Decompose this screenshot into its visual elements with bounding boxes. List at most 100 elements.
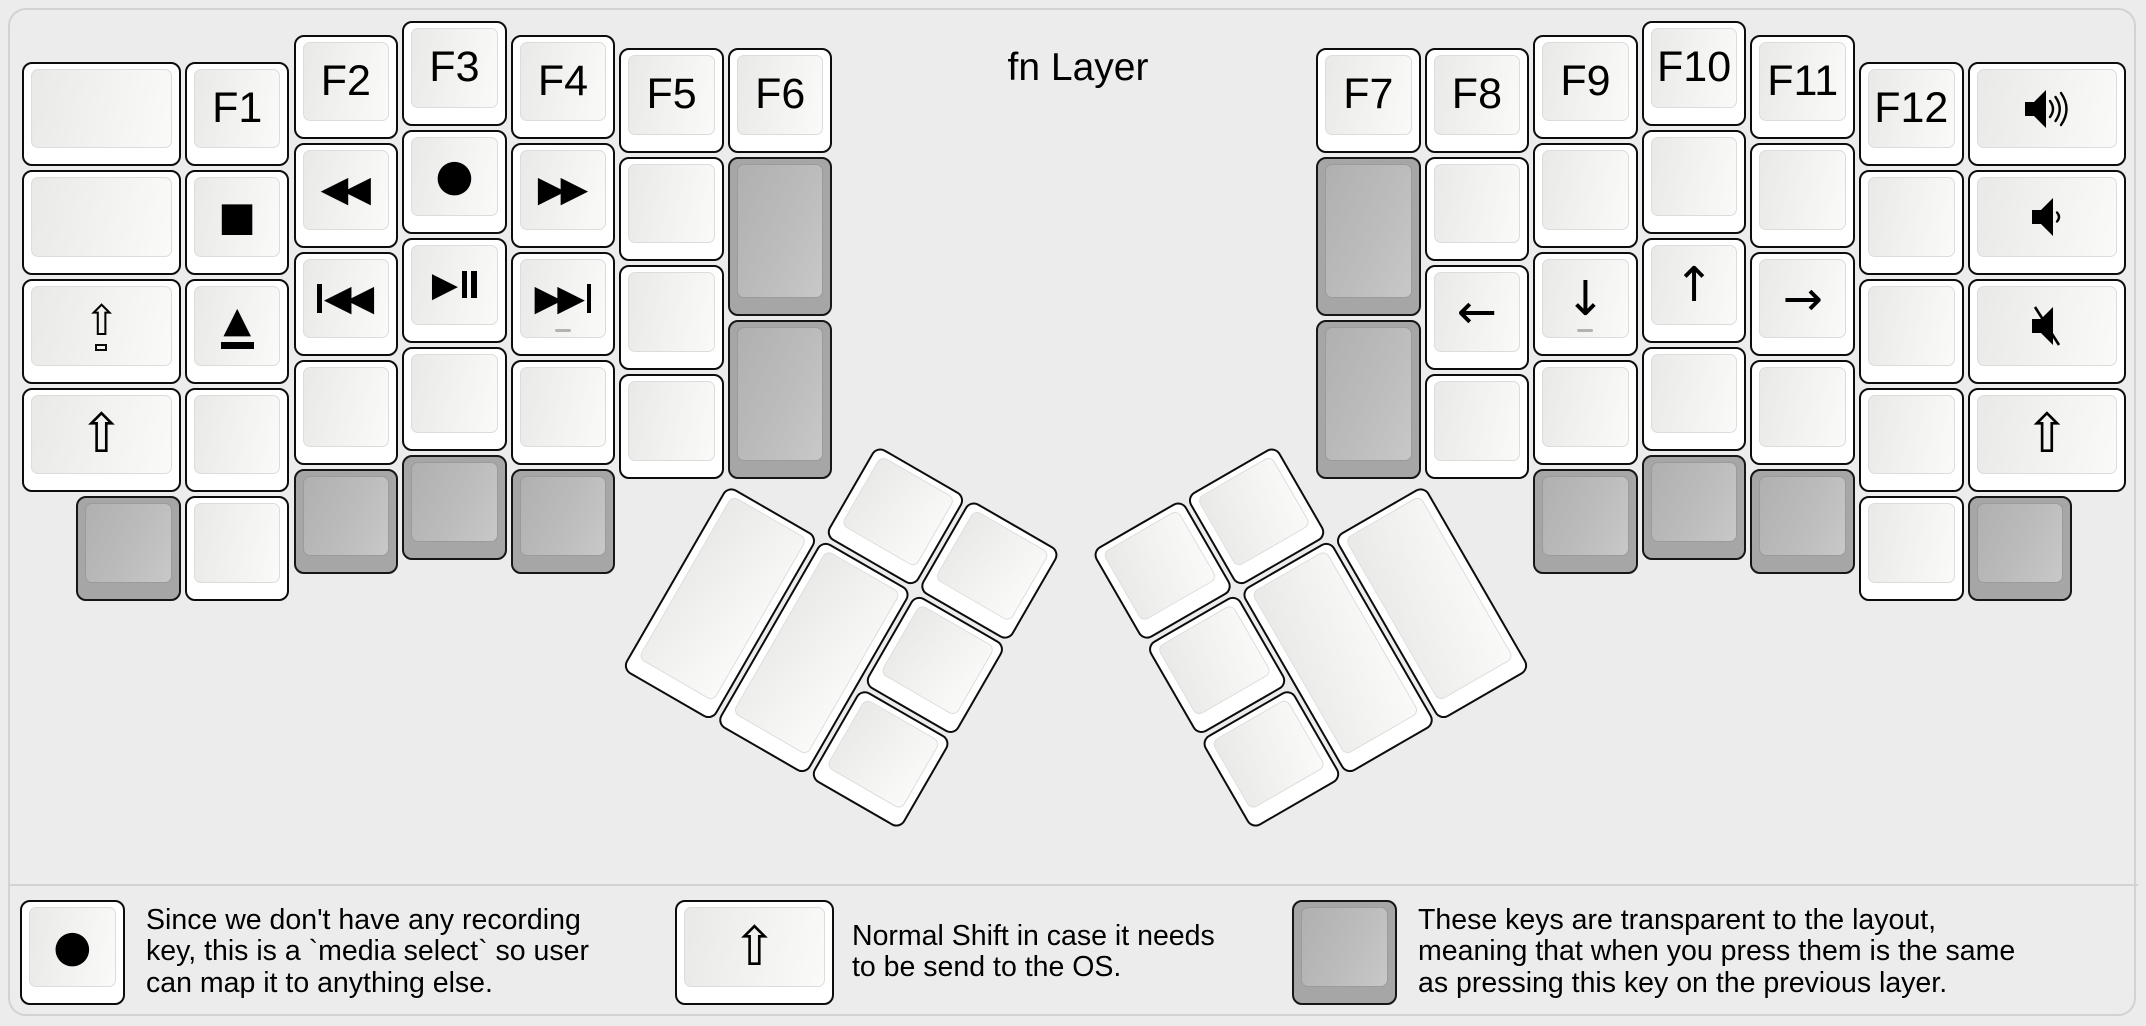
key-blank[interactable] — [1859, 278, 1964, 384]
key-transparent[interactable] — [727, 156, 833, 316]
key-blank[interactable] — [22, 61, 181, 167]
f7-icon: F7 — [1343, 70, 1394, 119]
f2-icon: F2 — [320, 56, 371, 105]
keytop: ▶ — [411, 245, 498, 325]
f10-icon: F10 — [1657, 43, 1732, 92]
shift-right-icon: ⇧ — [2024, 402, 2070, 466]
key-f11[interactable]: F11 — [1750, 34, 1855, 140]
key-blank[interactable] — [1533, 360, 1638, 465]
key-transparent[interactable] — [1967, 496, 2073, 601]
key-volume-up[interactable] — [1967, 61, 2127, 167]
key-play-pause[interactable]: ▶ — [402, 238, 507, 343]
keytop — [1433, 380, 1521, 461]
key-transparent[interactable] — [1533, 468, 1638, 574]
key-shift-left[interactable]: ⇧ — [22, 387, 181, 493]
key-legend-record[interactable]: ● — [20, 900, 125, 1005]
legend-line: Normal Shift in case it needs — [852, 919, 1215, 952]
keytop: ⇧ — [1976, 394, 2118, 475]
key-f9[interactable]: F9 — [1533, 34, 1638, 140]
key-caps-lock[interactable]: ⇧ — [22, 278, 181, 384]
key-blank[interactable] — [1859, 170, 1964, 275]
legend-divider — [8, 884, 2138, 886]
key-blank[interactable] — [1424, 156, 1530, 262]
key-transparent[interactable] — [727, 319, 833, 479]
eject-icon: ▲ — [220, 302, 254, 349]
key-transparent[interactable] — [402, 455, 507, 560]
key-transparent[interactable] — [1316, 156, 1421, 316]
key-blank[interactable] — [1859, 496, 1964, 601]
key-shift-right[interactable]: ⇧ — [1967, 387, 2127, 493]
key-record[interactable]: ● — [402, 129, 507, 235]
key-transparent[interactable] — [1750, 468, 1855, 574]
keytop — [31, 68, 172, 149]
key-f10[interactable]: F10 — [1641, 21, 1747, 126]
keytop — [519, 475, 607, 556]
key-blank[interactable] — [619, 156, 724, 262]
key-legend-transparent[interactable] — [1292, 900, 1397, 1005]
key-f12[interactable]: F12 — [1859, 61, 1964, 167]
key-arrow-right[interactable]: → — [1750, 251, 1855, 357]
key-blank[interactable] — [1533, 143, 1638, 248]
keytop — [1196, 455, 1311, 568]
key-rewind[interactable]: ◀◀ — [293, 143, 399, 248]
key-blank[interactable] — [1424, 373, 1530, 479]
key-blank[interactable] — [1750, 143, 1855, 248]
key-volume-down[interactable] — [1967, 170, 2127, 275]
key-f3[interactable]: F3 — [402, 21, 507, 126]
key-blank[interactable] — [184, 496, 290, 601]
key-blank[interactable] — [1859, 387, 1964, 493]
legend-line: as pressing this key on the previous lay… — [1418, 966, 1948, 999]
key-f8[interactable]: F8 — [1424, 48, 1530, 153]
keytop: ↑ — [1650, 245, 1738, 325]
arrow-up-icon: ↑ — [1673, 256, 1715, 313]
key-blank[interactable] — [619, 373, 724, 479]
key-f6[interactable]: F6 — [727, 48, 833, 153]
key-next-track[interactable]: ▶▶ — [510, 251, 616, 357]
f6-icon: F6 — [755, 70, 806, 119]
key-blank[interactable] — [22, 170, 181, 275]
keytop — [1650, 136, 1738, 217]
keytop: ⇧ — [684, 907, 825, 987]
prev-track-icon: ◀◀ — [317, 280, 374, 317]
key-arrow-left[interactable]: ← — [1424, 265, 1530, 370]
keytop — [1650, 353, 1738, 434]
key-blank[interactable] — [402, 346, 507, 452]
key-f5[interactable]: F5 — [619, 48, 724, 153]
key-transparent[interactable] — [1316, 319, 1421, 479]
f8-icon: F8 — [1451, 70, 1502, 119]
key-fast-forward[interactable]: ▶▶ — [510, 143, 616, 248]
keytop: F11 — [1759, 41, 1846, 122]
key-transparent[interactable] — [1641, 455, 1747, 560]
keytop — [411, 462, 498, 542]
key-mute[interactable] — [1967, 278, 2127, 384]
f9-icon: F9 — [1560, 56, 1611, 105]
keytop: ◀◀ — [302, 150, 390, 230]
key-blank[interactable] — [510, 360, 616, 465]
key-prev-track[interactable]: ◀◀ — [293, 251, 399, 357]
key-blank[interactable] — [184, 387, 290, 493]
key-stop[interactable]: ■ — [184, 170, 290, 275]
key-f7[interactable]: F7 — [1316, 48, 1421, 153]
key-transparent[interactable] — [510, 468, 616, 574]
key-blank[interactable] — [619, 265, 724, 370]
key-blank[interactable] — [293, 360, 399, 465]
key-blank[interactable] — [1750, 360, 1855, 465]
key-transparent[interactable] — [293, 468, 399, 574]
keytop: ⇧ — [31, 285, 172, 366]
key-legend-shift[interactable]: ⇧ — [675, 900, 834, 1005]
keytop: F5 — [628, 55, 715, 135]
keytop — [519, 367, 607, 447]
key-blank[interactable] — [1641, 346, 1747, 452]
arrow-down-icon: ↓ — [1565, 270, 1606, 327]
key-arrow-down[interactable]: ↓ — [1533, 251, 1638, 357]
keytop — [1102, 509, 1217, 623]
key-blank[interactable] — [1641, 129, 1747, 235]
key-eject[interactable]: ▲ — [184, 278, 290, 384]
key-f1[interactable]: F1 — [184, 61, 290, 167]
key-f2[interactable]: F2 — [293, 34, 399, 140]
key-arrow-up[interactable]: ↑ — [1641, 238, 1747, 343]
key-transparent[interactable] — [76, 496, 181, 601]
key-f4[interactable]: F4 — [510, 34, 616, 140]
keytop: F1 — [193, 68, 281, 149]
